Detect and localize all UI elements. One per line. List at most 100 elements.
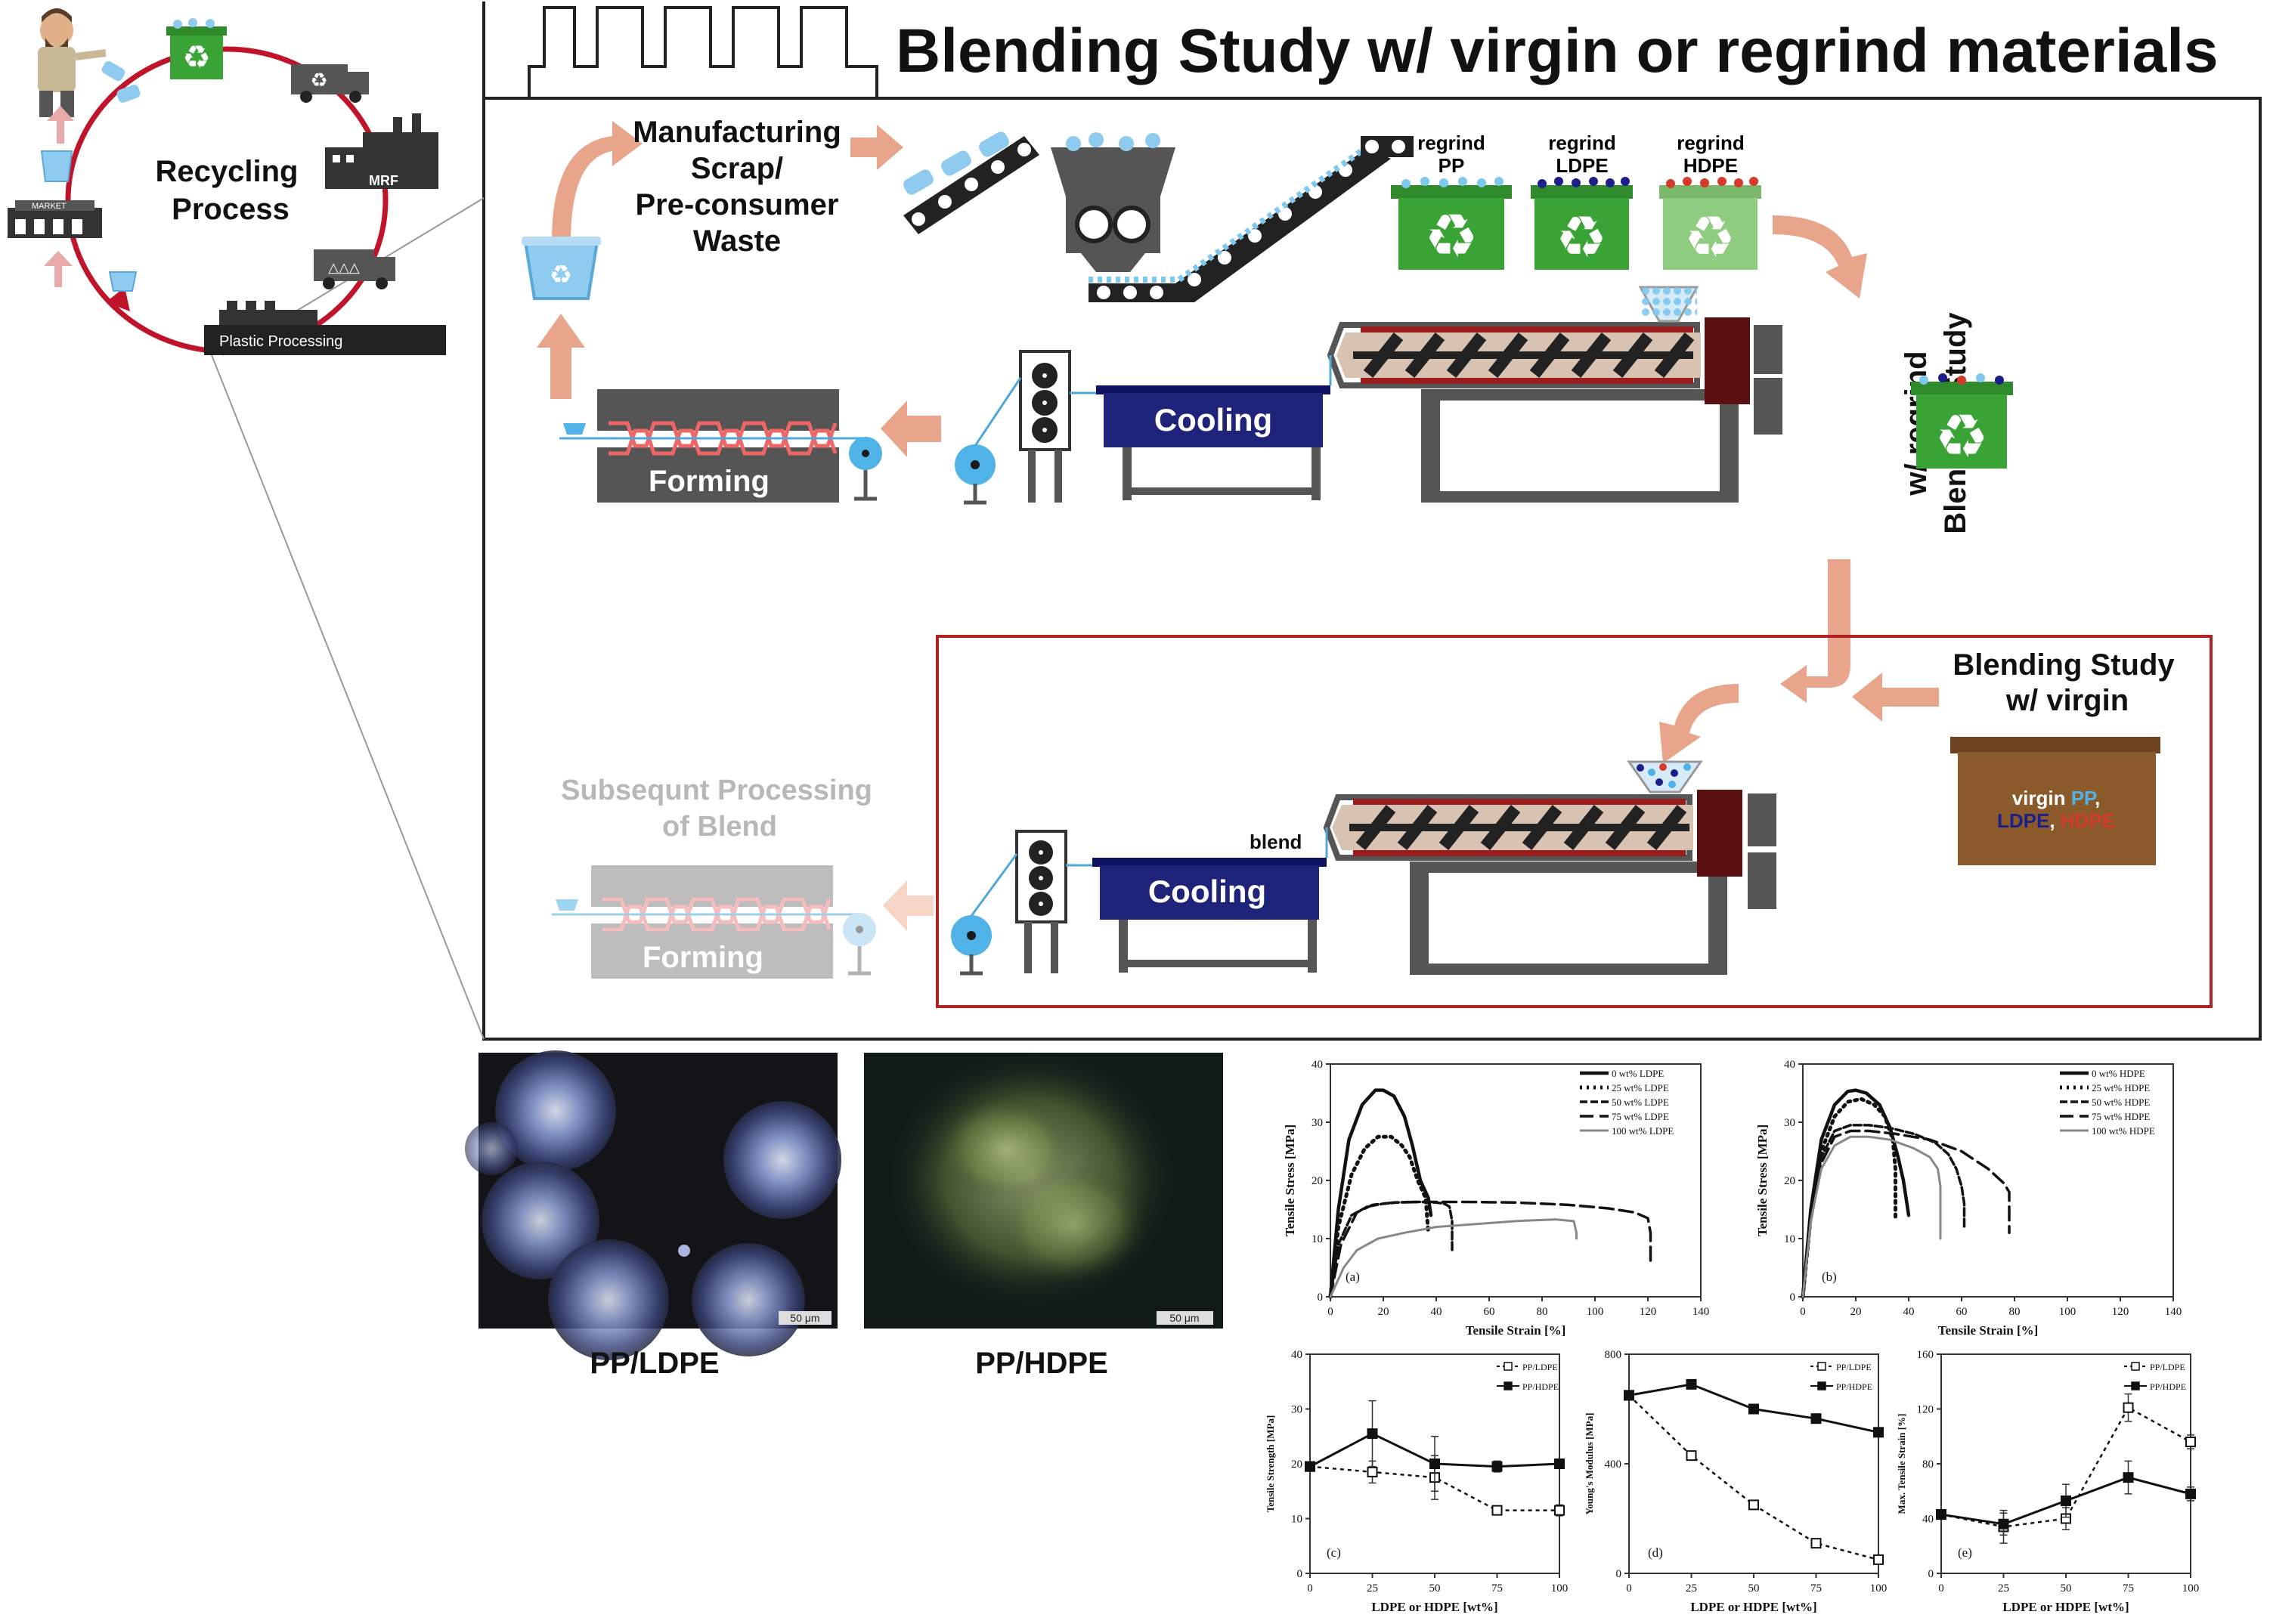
conveyor-belt-1	[903, 131, 1039, 234]
legend-entry: PP/LDPE	[1522, 1362, 1558, 1372]
data-point	[2061, 1495, 2071, 1506]
recycle-bin-side-icon: ♻	[1911, 373, 2013, 470]
data-point	[1429, 1459, 1440, 1469]
mrf-label: MRF	[369, 173, 398, 188]
data-point	[1624, 1390, 1634, 1401]
micrograph-pp-hdpe: 50 μm	[864, 1050, 1223, 1329]
x-tick-label: 0	[1800, 1306, 1806, 1318]
y-tick-label: 20	[1312, 1175, 1323, 1187]
extruder-bottom	[1323, 760, 1776, 975]
data-point	[1810, 1413, 1822, 1424]
recycling-label-line2: Process	[172, 193, 290, 226]
data-point	[1305, 1461, 1315, 1472]
extruder-top	[1327, 286, 1782, 503]
data-point	[1873, 1554, 1884, 1565]
x-tick-label: 0	[1626, 1582, 1632, 1595]
cycle-arrow-up-1	[47, 106, 74, 144]
y-tick-label: 20	[1291, 1459, 1302, 1471]
bin-hdpe-line1: regrind	[1677, 131, 1745, 154]
recycling-label-line1: Recycling	[156, 155, 299, 188]
data-point	[1554, 1459, 1565, 1469]
legend-entry: 0 wt% HDPE	[2092, 1068, 2145, 1079]
legend-entry: 25 wt% HDPE	[2092, 1082, 2150, 1093]
data-point	[1810, 1538, 1822, 1549]
blend-label: blend	[1250, 831, 1302, 853]
plot-frame	[1628, 1353, 1879, 1574]
y-tick-label: 400	[1605, 1459, 1622, 1471]
y-tick-label: 0	[1318, 1291, 1324, 1304]
svg-text:♻: ♻	[550, 261, 572, 289]
bin-hdpe-line2: HDPE	[1683, 154, 1738, 177]
y-tick-label: 30	[1312, 1117, 1323, 1129]
data-point	[2123, 1472, 2134, 1483]
box-virgin-word: virgin	[2012, 787, 2066, 809]
forming-machine-top: Forming	[559, 389, 882, 503]
y-tick-label: 0	[1297, 1568, 1303, 1580]
legend-entry: 25 wt% LDPE	[1612, 1082, 1669, 1093]
bin-ldpe-line1: regrind	[1548, 131, 1616, 154]
falling-bottles-icon	[101, 60, 141, 103]
svg-text:LDPE, HDPE: LDPE, HDPE	[1997, 809, 2115, 832]
x-tick-label: 20	[1850, 1306, 1862, 1318]
box-hdpe: HDPE	[2061, 809, 2115, 832]
series-line-4	[1329, 1218, 1578, 1298]
legend-entry: 75 wt% HDPE	[2092, 1111, 2150, 1122]
x-tick-label: 100	[2182, 1582, 2200, 1595]
building-outline	[482, 2, 2262, 1041]
x-tick-label: 75	[2123, 1582, 2134, 1595]
bin-regrind-hdpe: regrind HDPE ♻ 4	[1659, 131, 1761, 270]
arrow-to-forming-top	[881, 401, 941, 457]
x-axis-label: Tensile Strain [%]	[1466, 1323, 1566, 1338]
data-point	[1998, 1518, 2009, 1530]
grinder-hopper-icon	[1051, 132, 1175, 272]
legend-entry: PP/HDPE	[1522, 1381, 1559, 1392]
conveyor-belt-2	[1089, 136, 1414, 302]
arrow-side-down	[1780, 559, 1850, 703]
y-tick-label: 30	[1291, 1404, 1302, 1416]
arrow-virgin-left	[1852, 673, 1939, 722]
x-tick-label: 75	[1491, 1582, 1503, 1595]
x-tick-label: 50	[2061, 1582, 2072, 1595]
y-tick-label: 0	[1928, 1568, 1934, 1580]
x-tick-label: 40	[1431, 1306, 1442, 1318]
data-point	[1367, 1466, 1378, 1477]
puller-top	[955, 350, 1096, 505]
y-axis-label: Young's Modulus [MPa]	[1584, 1412, 1595, 1514]
arrow-curve-to-scrap	[552, 121, 643, 242]
x-tick-label: 75	[1810, 1582, 1822, 1595]
person-icon	[38, 8, 107, 117]
market-label: MARKET	[32, 202, 67, 211]
series-line-3	[1801, 1129, 2011, 1298]
x-tick-label: 0	[1327, 1306, 1333, 1318]
legend-marker	[1817, 1362, 1826, 1371]
x-tick-label: 0	[1938, 1582, 1944, 1595]
y-axis-label: Tensile Stress [MPa]	[1755, 1124, 1770, 1236]
data-point	[1873, 1427, 1884, 1438]
y-tick-label: 0	[1790, 1291, 1796, 1304]
bin-pp-code: 5	[1447, 224, 1455, 240]
recycle-pp-icon: ♻	[1424, 203, 1479, 270]
cooling-top-label: Cooling	[1154, 402, 1272, 438]
x-tick-label: 100	[2059, 1306, 2076, 1318]
x-tick-label: 60	[1484, 1306, 1495, 1318]
data-point	[1491, 1505, 1503, 1516]
svg-text:△△△: △△△	[328, 260, 360, 275]
series-line-0	[1801, 1088, 1911, 1299]
x-tick-label: 60	[1956, 1306, 1968, 1318]
x-tick-label: 25	[1998, 1582, 2009, 1595]
recycle-ldpe-icon: ♻	[1556, 206, 1607, 270]
plastic-processing-factory-icon: Plastic Processing	[204, 301, 446, 355]
bottom-process: Blending Study w/ virgin virgin PP, LDPE…	[552, 648, 2175, 979]
bin-pp-line2: PP	[1438, 154, 1465, 177]
y-tick-label: 80	[1922, 1459, 1934, 1471]
y-tick-label: 40	[1922, 1514, 1934, 1526]
x-tick-label: 25	[1686, 1582, 1697, 1595]
legend-entry: PP/HDPE	[1836, 1381, 1872, 1392]
x-axis-label: LDPE or HDPE [wt%]	[2002, 1600, 2129, 1614]
tub-icon-small	[40, 150, 73, 182]
